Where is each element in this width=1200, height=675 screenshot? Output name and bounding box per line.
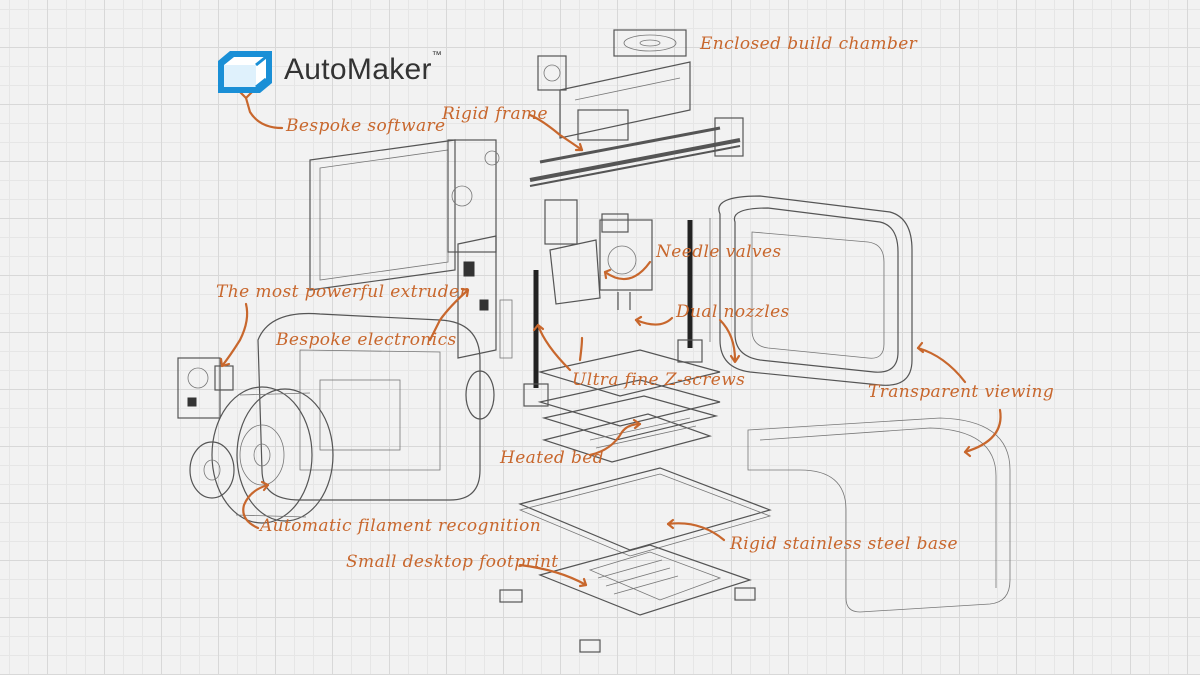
callout-dual-nozzles: Dual nozzles (676, 302, 790, 322)
enclosure-door (709, 195, 913, 386)
callout-rigid-stainless-steel-base: Rigid stainless steel base (730, 534, 958, 554)
main-body (257, 312, 495, 501)
filament-spool (189, 386, 334, 524)
callout-automatic-filament-recognition: Automatic filament recognition (260, 516, 542, 536)
extruder-unit (177, 357, 234, 419)
top-chamber-panel (537, 55, 691, 139)
steel-base (499, 467, 772, 653)
top-fan (613, 29, 687, 57)
logo-brand-name: AutoMaker (284, 53, 432, 86)
back-frame-panel (309, 139, 500, 291)
callout-most-powerful-extruder: The most powerful extruder (216, 282, 469, 302)
callout-small-desktop-footprint: Small desktop footprint (346, 552, 559, 572)
callout-heated-bed: Heated bed (500, 448, 605, 468)
rigid-frame-rods (529, 109, 744, 187)
callout-rigid-frame: Rigid frame (442, 104, 548, 124)
callout-bespoke-software: Bespoke software (286, 116, 446, 136)
electronics-board (457, 235, 513, 359)
transparent-lid (747, 417, 1011, 613)
callout-ultra-fine-z-screws: Ultra fine Z-screws (572, 370, 746, 390)
callout-enclosed-build-chamber: Enclosed build chamber (700, 34, 918, 54)
callout-needle-valves: Needle valves (656, 242, 782, 262)
logo-trademark: ™ (431, 50, 442, 61)
callout-transparent-viewing: Transparent viewing (868, 382, 1055, 402)
callout-arrows (219, 90, 1002, 588)
automaker-logo: AutoMaker ™ (214, 40, 442, 100)
print-head (544, 199, 653, 310)
automaker-cube-icon (218, 51, 272, 93)
callout-bespoke-electronics: Bespoke electronics (276, 330, 457, 350)
